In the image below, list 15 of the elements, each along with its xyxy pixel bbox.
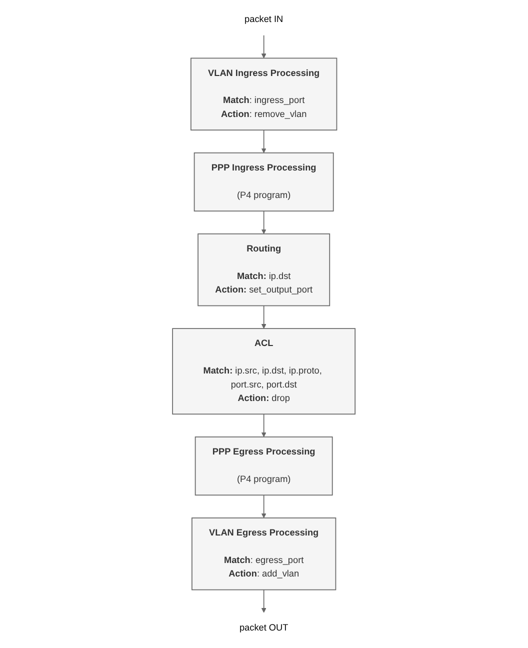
node-box: VLAN Egress Processing Match: egress_port Action: add_vlan: [192, 518, 336, 590]
node-box: PPP Egress Processing (P4 program): [195, 436, 333, 496]
node-text: packet IN: [244, 14, 284, 25]
arrow: [262, 305, 266, 329]
node-box: ACL Match: ip.src, ip.dst, ip.proto, port.src, port.dst Action: drop: [172, 328, 356, 415]
node-text: packet OUT: [240, 622, 288, 633]
arrow: [262, 34, 266, 58]
arrow: [262, 130, 266, 154]
arrow: [262, 589, 266, 613]
arrow: [262, 210, 266, 234]
arrow: [262, 494, 266, 518]
node-box: PPP Ingress Processing (P4 program): [194, 152, 334, 212]
node-box: VLAN Ingress Processing Match: ingress_port Action: remove_vlan: [190, 58, 338, 130]
arrow: [262, 414, 266, 438]
node-box: Routing Match: ip.dst Action: set_output_port: [198, 233, 330, 306]
